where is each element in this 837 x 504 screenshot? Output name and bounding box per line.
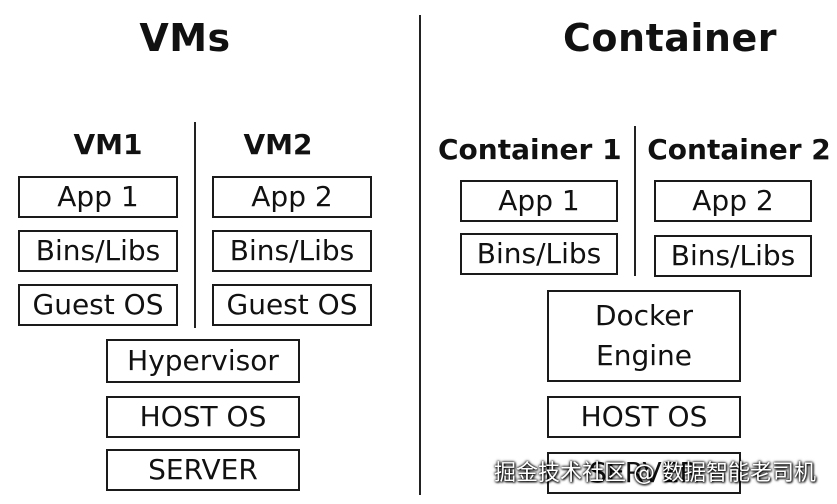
container2-label: Container 2 <box>647 133 831 166</box>
vm1-guest-os-box: Guest OS <box>18 284 178 326</box>
vm2-app-box: App 2 <box>212 176 372 218</box>
vm1-label: VM1 <box>73 128 143 161</box>
vm2-libs-box: Bins/Libs <box>212 230 372 272</box>
container1-app-label: App 1 <box>498 184 580 217</box>
docker-engine-label-line2: Engine <box>596 339 692 372</box>
vm1-app-label: App 1 <box>57 180 139 213</box>
container1-app-box: App 1 <box>460 180 618 222</box>
vm2-guest-os-label: Guest OS <box>226 288 358 321</box>
hypervisor-box: Hypervisor <box>106 339 300 383</box>
vm-divider <box>194 122 196 328</box>
vm2-label: VM2 <box>243 128 313 161</box>
section-divider <box>419 15 421 495</box>
vm-server-box: SERVER <box>106 449 300 491</box>
container2-app-box: App 2 <box>654 180 812 222</box>
vm2-app-label: App 2 <box>251 180 333 213</box>
vm1-guest-os-label: Guest OS <box>32 288 164 321</box>
vm-server-label: SERVER <box>148 453 258 486</box>
container-title: Container <box>563 16 777 60</box>
vm-host-os-label: HOST OS <box>139 400 267 433</box>
vm-host-os-box: HOST OS <box>106 396 300 438</box>
container2-libs-box: Bins/Libs <box>654 235 812 277</box>
vm2-libs-label: Bins/Libs <box>229 234 355 267</box>
container2-app-label: App 2 <box>692 184 774 217</box>
watermark-text: 掘金技术社区 @ 数据智能老司机 <box>494 461 816 486</box>
vm1-app-box: App 1 <box>18 176 178 218</box>
vm1-libs-box: Bins/Libs <box>18 230 178 272</box>
container-server-label: SERVER <box>589 456 699 489</box>
container1-libs-box: Bins/Libs <box>460 233 618 275</box>
container1-label: Container 1 <box>438 133 622 166</box>
container-host-os-box: HOST OS <box>547 396 741 438</box>
vm2-guest-os-box: Guest OS <box>212 284 372 326</box>
container2-libs-label: Bins/Libs <box>670 239 796 272</box>
hypervisor-label: Hypervisor <box>127 344 279 377</box>
docker-engine-box: Docker Engine <box>547 290 741 382</box>
docker-engine-label-line1: Docker <box>594 299 694 332</box>
container-divider <box>634 126 636 276</box>
container-server-box: SERVER <box>547 452 741 494</box>
container-host-os-label: HOST OS <box>580 400 708 433</box>
vm1-libs-label: Bins/Libs <box>35 234 161 267</box>
vms-title: VMs <box>139 16 231 60</box>
container1-libs-label: Bins/Libs <box>476 237 602 270</box>
